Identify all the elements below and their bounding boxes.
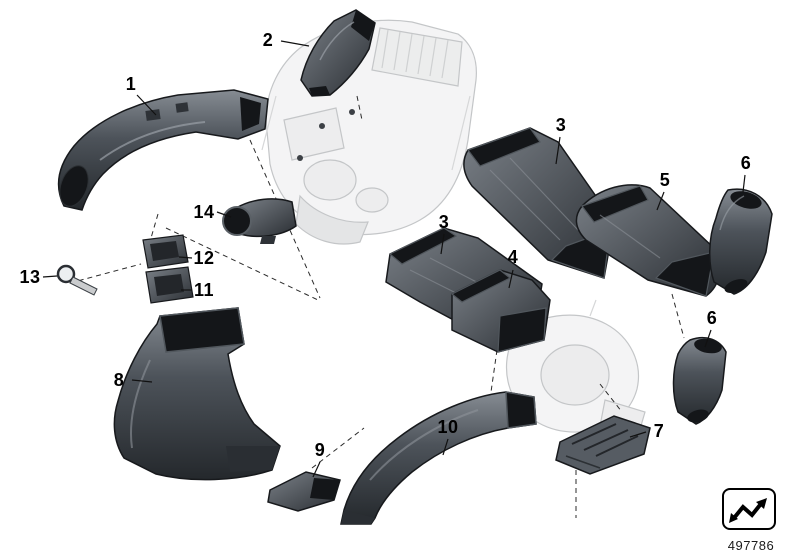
part-13-fastener <box>56 264 98 296</box>
part-10-duct <box>340 391 537 525</box>
part-6-duct-lower <box>672 336 727 425</box>
part-6-duct-upper <box>708 188 773 295</box>
callout-2[interactable]: 2 <box>262 30 274 50</box>
callout-11[interactable]: 11 <box>193 280 215 300</box>
blower-unit-ghost <box>505 299 646 437</box>
callout-12[interactable]: 12 <box>193 248 215 268</box>
part-4-duct <box>450 269 551 353</box>
callout-1[interactable]: 1 <box>125 74 137 94</box>
callout-6-lower[interactable]: 6 <box>706 308 718 328</box>
part-7-grille <box>555 415 651 475</box>
callout-3-right[interactable]: 3 <box>555 115 567 135</box>
callout-9[interactable]: 9 <box>314 440 326 460</box>
diagram-number: 497786 <box>727 538 775 553</box>
part-5-duct <box>575 184 721 297</box>
callout-14[interactable]: 14 <box>193 202 215 222</box>
callout-5[interactable]: 5 <box>659 170 671 190</box>
fastener-dots <box>297 109 355 161</box>
part-11-clip <box>145 266 194 304</box>
leader-lines <box>42 40 746 478</box>
zigzag-arrow-icon <box>729 498 767 523</box>
cross-reference-box[interactable] <box>722 488 776 530</box>
callout-7[interactable]: 7 <box>653 421 665 441</box>
part-2-duct <box>300 9 376 97</box>
callout-10[interactable]: 10 <box>437 417 459 437</box>
callout-4[interactable]: 4 <box>507 247 519 267</box>
callout-3-middle[interactable]: 3 <box>438 212 450 232</box>
part-1-duct <box>57 89 269 211</box>
part-14-duct <box>222 198 297 244</box>
callout-8[interactable]: 8 <box>113 370 125 390</box>
assembly-reference-lines <box>69 95 685 518</box>
part-12-clip <box>142 234 189 269</box>
callout-6-upper[interactable]: 6 <box>740 153 752 173</box>
part-8-duct <box>113 307 281 481</box>
part-9-duct <box>267 471 341 512</box>
callout-13[interactable]: 13 <box>19 267 41 287</box>
